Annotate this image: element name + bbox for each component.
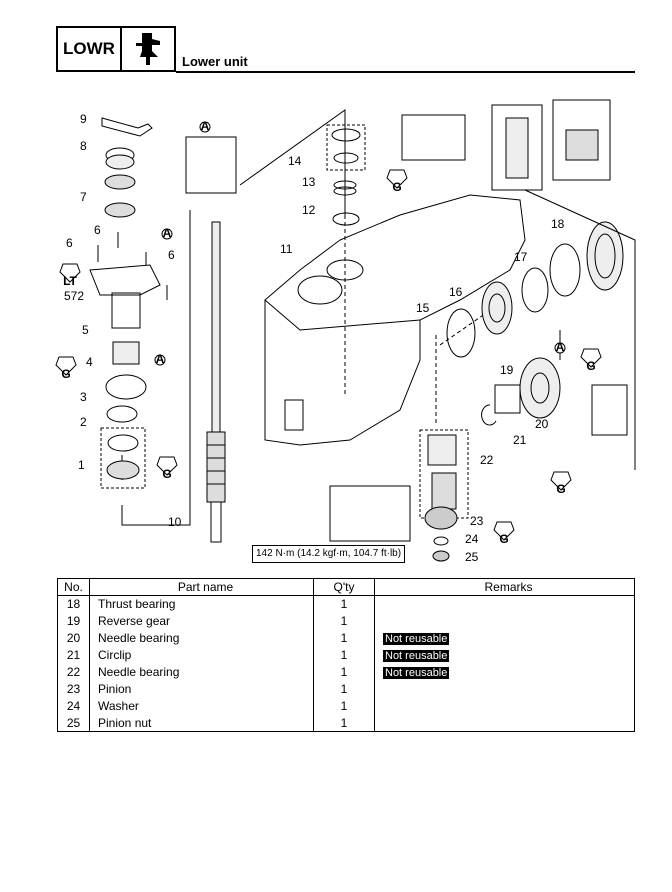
cell-no: 20 <box>57 629 90 647</box>
callout-4: 4 <box>86 355 93 369</box>
cell-no: 19 <box>57 612 90 630</box>
callout-20: 20 <box>535 417 549 431</box>
callout-21: 21 <box>513 433 527 447</box>
cell-qty: 1 <box>313 646 375 664</box>
svg-text:A: A <box>556 340 565 354</box>
table-row: 18 Thrust bearing 1 <box>57 595 635 613</box>
table-row: 24 Washer 1 <box>57 697 635 715</box>
callout-6b: 6 <box>66 236 73 250</box>
callout-6a: 6 <box>94 223 101 237</box>
cell-no: 24 <box>57 697 90 715</box>
col-header-no: No. <box>57 578 90 596</box>
cell-remarks: Not reusable <box>374 646 635 664</box>
callout-11: 11 <box>280 242 293 256</box>
callout-24: 24 <box>465 532 479 546</box>
cell-name: Thrust bearing <box>89 595 314 613</box>
table-row: 23 Pinion 1 <box>57 680 635 698</box>
callout-23: 23 <box>470 514 484 528</box>
table-row: 25 Pinion nut 1 <box>57 714 635 732</box>
svg-text:A: A <box>156 352 165 366</box>
callout-numbers: 9 8 7 6 6 6 5 4 3 2 1 10 11 12 13 14 15 … <box>66 112 565 564</box>
callout-6c: 6 <box>168 248 175 262</box>
section-header-box: LOWR <box>56 26 176 72</box>
svg-text:A: A <box>163 226 172 240</box>
col-header-name: Part name <box>89 578 314 596</box>
callout-8: 8 <box>80 139 87 153</box>
callout-3: 3 <box>80 390 87 404</box>
cell-no: 23 <box>57 680 90 698</box>
not-reusable-badge: Not reusable <box>383 632 450 645</box>
cell-remarks <box>374 612 635 630</box>
cell-qty: 1 <box>313 595 375 613</box>
svg-text:G: G <box>556 482 565 496</box>
cell-name: Reverse gear <box>89 612 314 630</box>
callout-16: 16 <box>449 285 463 299</box>
svg-text:LT: LT <box>63 274 77 288</box>
sealant-number: 572 <box>64 289 84 303</box>
cell-remarks <box>374 680 635 698</box>
callout-9: 9 <box>80 112 87 126</box>
table-row: 19 Reverse gear 1 <box>57 612 635 630</box>
svg-text:G: G <box>392 180 401 194</box>
symbol-letters: G G G G G G LT A A A A <box>61 119 595 546</box>
callout-1: 1 <box>78 458 85 472</box>
cell-qty: 1 <box>313 612 375 630</box>
parts-table: No. Part name Q'ty Remarks 18 Thrust bea… <box>57 578 635 732</box>
cell-qty: 1 <box>313 663 375 681</box>
callout-5: 5 <box>82 323 89 337</box>
callout-15: 15 <box>416 301 430 315</box>
callout-10: 10 <box>168 515 182 529</box>
callout-14: 14 <box>288 154 302 168</box>
cell-name: Washer <box>89 697 314 715</box>
outboard-lower-unit-icon <box>122 28 176 70</box>
callout-12: 12 <box>302 203 316 217</box>
callout-17: 17 <box>514 250 528 264</box>
callout-13: 13 <box>302 175 316 189</box>
callout-25: 25 <box>465 550 479 564</box>
cell-no: 25 <box>57 714 90 732</box>
not-reusable-badge: Not reusable <box>383 649 450 662</box>
cell-qty: 1 <box>313 697 375 715</box>
table-row: 21 Circlip 1 Not reusable <box>57 646 635 664</box>
svg-text:G: G <box>162 467 171 481</box>
cell-name: Pinion nut <box>89 714 314 732</box>
col-header-remarks: Remarks <box>374 578 635 596</box>
svg-text:A: A <box>201 119 210 133</box>
table-row: 22 Needle bearing 1 Not reusable <box>57 663 635 681</box>
cell-remarks: Not reusable <box>374 629 635 647</box>
cell-no: 18 <box>57 595 90 613</box>
cell-remarks <box>374 595 635 613</box>
table-header-row: No. Part name Q'ty Remarks <box>57 578 635 596</box>
section-title: Lower unit <box>182 54 248 69</box>
svg-text:G: G <box>499 532 508 546</box>
svg-text:G: G <box>586 359 595 373</box>
section-code: LOWR <box>58 28 122 70</box>
cell-name: Circlip <box>89 646 314 664</box>
cell-no: 22 <box>57 663 90 681</box>
header-rule <box>176 71 635 73</box>
not-reusable-badge: Not reusable <box>383 666 450 679</box>
callout-22: 22 <box>480 453 494 467</box>
cell-name: Pinion <box>89 680 314 698</box>
callout-19: 19 <box>500 363 514 377</box>
cell-remarks <box>374 714 635 732</box>
torque-spec-label: 142 N·m (14.2 kgf·m, 104.7 ft·lb) <box>252 545 406 563</box>
cell-no: 21 <box>57 646 90 664</box>
col-header-qty: Q'ty <box>313 578 375 596</box>
cell-qty: 1 <box>313 714 375 732</box>
callout-2: 2 <box>80 415 87 429</box>
cell-remarks <box>374 697 635 715</box>
cell-qty: 1 <box>313 629 375 647</box>
cell-remarks: Not reusable <box>374 663 635 681</box>
callout-18: 18 <box>551 217 565 231</box>
cell-qty: 1 <box>313 680 375 698</box>
grease-symbols <box>55 121 602 541</box>
cell-name: Needle bearing <box>89 629 314 647</box>
table-row: 20 Needle bearing 1 Not reusable <box>57 629 635 647</box>
cell-name: Needle bearing <box>89 663 314 681</box>
svg-text:G: G <box>61 367 70 381</box>
callout-7: 7 <box>80 190 87 204</box>
